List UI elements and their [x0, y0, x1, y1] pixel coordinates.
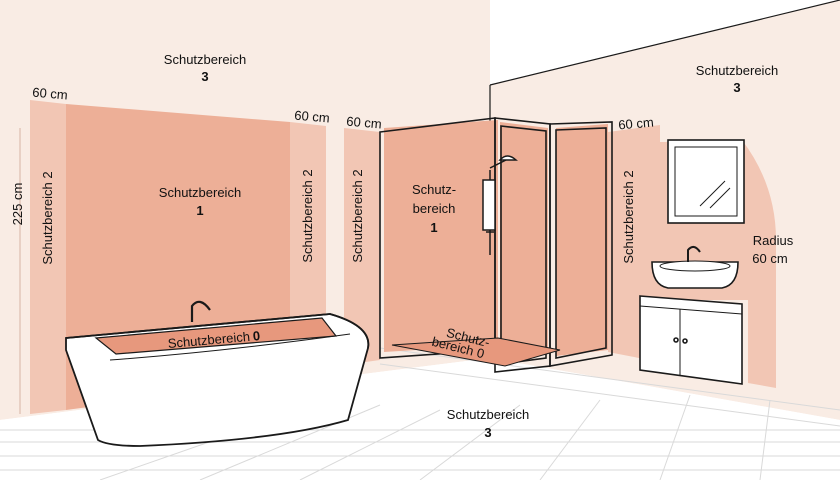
shower-door-inner [500, 125, 547, 365]
label-zone-3-right-num: 3 [733, 80, 740, 95]
washbasin [651, 246, 739, 289]
zone-1-shower-back [384, 120, 498, 352]
label-dim-225cm: 225 cm [10, 183, 25, 226]
label-dim-60cm-mid: 60 cm [294, 107, 331, 125]
label-zone-0-bathtub-word: Schutzbereich [167, 329, 250, 351]
zone-2-strip-left [30, 100, 66, 414]
label-zone-3-floor-word: Schutzbereich [447, 407, 529, 422]
zone-0-shower-tray [391, 337, 561, 367]
vanity-cabinet [639, 295, 743, 385]
faucet-icon [687, 246, 701, 262]
label-radius-word: Radius [753, 233, 794, 248]
shower-head-assembly [482, 155, 518, 255]
label-zone-3-right-word: Schutzbereich [696, 63, 778, 78]
label-zone-3-left-word: Schutzbereich [164, 52, 246, 67]
label-zone-1-wall-word: Schutzbereich [159, 185, 241, 200]
zone-1-shower-door [500, 122, 548, 358]
label-dim-60cm-shower: 60 cm [346, 113, 383, 131]
label-zone-2-shower-right: Schutzbereich 2 [621, 170, 636, 263]
bathtub-faucet-icon [190, 300, 211, 322]
label-zone-1-shower-line1: Schutz- [412, 182, 456, 197]
label-zone-0-bathtub-num: 0 [252, 328, 261, 344]
label-radius-value: 60 cm [752, 251, 787, 266]
label-zone-1-shower-line2: bereich [413, 201, 456, 216]
zone-1-shower-side [556, 124, 608, 356]
label-dim-60cm-right: 60 cm [618, 114, 655, 132]
shower-side-frame [549, 121, 613, 367]
label-zone-1-wall-num: 1 [196, 203, 203, 218]
shower-cabin [379, 117, 613, 373]
label-zone-3-left-num: 3 [201, 69, 208, 84]
label-zone-3-floor-num: 3 [484, 425, 491, 440]
shower-head-icon [498, 155, 518, 161]
label-dim-60cm-left: 60 cm [32, 84, 69, 102]
label-zone-2-mid: Schutzbereich 2 [300, 169, 315, 262]
zone-2-strip-shower-left [344, 128, 380, 365]
label-zone-2-left: Schutzbereich 2 [40, 171, 55, 264]
bathtub [65, 300, 370, 447]
floor [0, 358, 840, 480]
label-zone-1-shower-num: 1 [430, 220, 437, 235]
shower-side-inner [555, 127, 607, 359]
label-zone-2-shower-left: Schutzbereich 2 [350, 169, 365, 262]
mirror [667, 139, 745, 224]
wall-top-edge [489, 0, 840, 86]
